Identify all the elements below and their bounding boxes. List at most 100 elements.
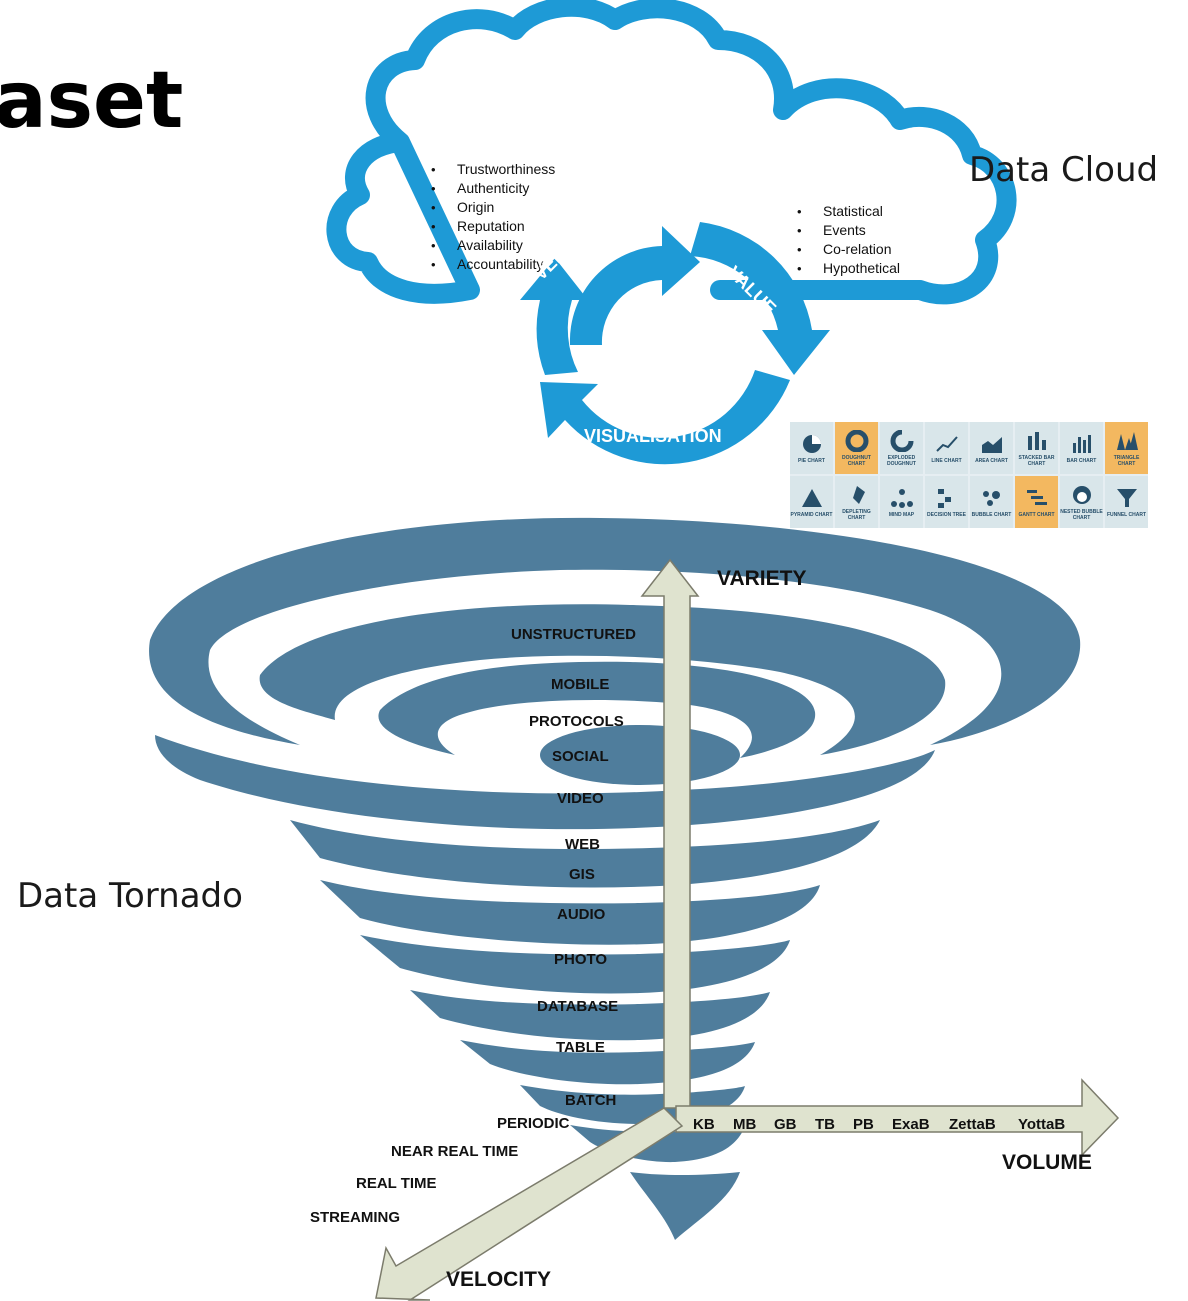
- chart-type-name: DECISION TREE: [927, 511, 966, 518]
- area-chart-icon: [981, 436, 1002, 453]
- variety-label: SOCIAL: [552, 748, 609, 765]
- chart-type-tile: STACKED BAR CHART: [1015, 422, 1058, 474]
- variety-label: PROTOCOLS: [529, 713, 624, 730]
- decision-tree-icon: [937, 488, 951, 508]
- list-item: Origin: [431, 198, 555, 217]
- chart-type-name: MIND MAP: [888, 511, 915, 518]
- list-item: Accountability: [431, 255, 555, 274]
- stacked-bar-icon: [1027, 431, 1046, 450]
- chart-type-tile: GANTT CHART: [1015, 476, 1058, 528]
- funnel-chart-icon: [1116, 488, 1137, 507]
- visualisation-label: VISUALISATION: [584, 426, 722, 446]
- variety-label: WEB: [565, 836, 600, 853]
- chart-type-name: STACKED BAR CHART: [1018, 454, 1055, 467]
- variety-axis-title: VARIETY: [717, 567, 807, 590]
- volume-label: PB: [853, 1116, 874, 1133]
- list-item: Hypothetical: [797, 259, 900, 278]
- value-attribute-list: Statistical Events Co-relation Hypotheti…: [797, 202, 900, 278]
- chart-type-name: NESTED BUBBLE CHART: [1060, 508, 1103, 521]
- chart-type-tile: DOUGHNUT CHART: [835, 422, 878, 474]
- page-title: aset: [0, 56, 184, 146]
- nested-bubble-icon: [1072, 485, 1091, 504]
- variety-label: DATABASE: [537, 998, 619, 1015]
- chart-type-tile: TRIANGLE CHART: [1105, 422, 1148, 474]
- data-cloud-label: Data Cloud: [969, 150, 1159, 190]
- variety-label: GIS: [569, 866, 595, 883]
- velocity-label: NEAR REAL TIME: [391, 1143, 519, 1160]
- exploded-doughnut-icon: [890, 429, 913, 452]
- list-item: Events: [797, 221, 900, 240]
- depleting-icon: [852, 485, 865, 504]
- chart-type-name: PIE CHART: [798, 457, 825, 464]
- doughnut-icon: [845, 429, 868, 452]
- volume-label: GB: [774, 1116, 797, 1133]
- variety-label: MOBILE: [551, 676, 610, 693]
- list-item: Authenticity: [431, 179, 555, 198]
- chart-types-grid: PIE CHART DOUGHNUT CHART EXPLODED DOUGHNUT…: [790, 422, 1148, 528]
- chart-type-name: TRIANGLE CHART: [1113, 454, 1140, 467]
- list-item: Availability: [431, 236, 555, 255]
- variety-label: AUDIO: [557, 906, 606, 923]
- line-chart-icon: [935, 435, 958, 452]
- chart-type-name: FUNNEL CHART: [1106, 511, 1147, 518]
- velocity-axis-arrow: [375, 1107, 684, 1301]
- chart-type-tile: PIE CHART: [790, 422, 833, 474]
- veracity-attribute-list: Trustworthiness Authenticity Origin Repu…: [431, 160, 555, 274]
- chart-type-tile: AREA CHART: [970, 422, 1013, 474]
- gantt-chart-icon: [1026, 489, 1047, 505]
- velocity-label: STREAMING: [310, 1209, 400, 1226]
- chart-type-name: DEPLETING CHART: [842, 508, 871, 521]
- velocity-label: REAL TIME: [356, 1175, 437, 1192]
- velocity-label: PERIODIC: [497, 1115, 570, 1132]
- bar-chart-icon: [1072, 434, 1091, 453]
- chart-type-name: PYRAMID CHART: [790, 511, 833, 518]
- pie-icon: [802, 434, 821, 453]
- chart-type-tile: FUNNEL CHART: [1105, 476, 1148, 528]
- variety-label: TABLE: [556, 1039, 605, 1056]
- visualisation-arrow: [540, 370, 790, 465]
- data-tornado-label: Data Tornado: [17, 876, 243, 916]
- triangle-chart-icon: [1116, 431, 1138, 450]
- list-item: Trustworthiness: [431, 160, 555, 179]
- chart-type-tile: LINE CHART: [925, 422, 968, 474]
- volume-axis-arrow: [675, 1078, 1120, 1157]
- chart-type-tile: NESTED BUBBLE CHART: [1060, 476, 1103, 528]
- tornado-swirls: [149, 517, 1081, 1240]
- chart-type-tile: BAR CHART: [1060, 422, 1103, 474]
- volume-label: MB: [733, 1116, 757, 1133]
- value-arrow: [690, 222, 830, 375]
- cycle-arrows: [520, 222, 830, 465]
- volume-label: YottaB: [1018, 1116, 1066, 1133]
- chart-type-tile: EXPLODED DOUGHNUT: [880, 422, 923, 474]
- chart-type-name: BUBBLE CHART: [971, 511, 1012, 518]
- volume-label: TB: [815, 1116, 835, 1133]
- volume-label: ZettaB: [949, 1116, 996, 1133]
- chart-type-tile: DECISION TREE: [925, 476, 968, 528]
- chart-type-tile: MIND MAP: [880, 476, 923, 528]
- veracity-arrow: [569, 226, 700, 345]
- list-item: Reputation: [431, 217, 555, 236]
- chart-type-name: BAR CHART: [1066, 457, 1097, 464]
- chart-type-tile: BUBBLE CHART: [970, 476, 1013, 528]
- bubble-chart-icon: [982, 490, 1000, 506]
- chart-type-tile: PYRAMID CHART: [790, 476, 833, 528]
- volume-label: KB: [693, 1116, 715, 1133]
- chart-type-name: DOUGHNUT CHART: [842, 454, 871, 467]
- variety-label: BATCH: [565, 1092, 617, 1109]
- chart-type-name: GANTT CHART: [1018, 511, 1055, 518]
- mind-map-icon: [890, 488, 913, 508]
- chart-type-tile: DEPLETING CHART: [835, 476, 878, 528]
- list-item: Co-relation: [797, 240, 900, 259]
- chart-type-name: EXPLODED DOUGHNUT: [887, 454, 916, 467]
- left-loop-arrow: [520, 258, 588, 375]
- variety-label: PHOTO: [554, 951, 608, 968]
- variety-axis-arrow: [640, 558, 700, 1109]
- chart-type-name: AREA CHART: [975, 457, 1008, 464]
- volume-axis-title: VOLUME: [1002, 1151, 1092, 1174]
- chart-type-name: LINE CHART: [931, 457, 962, 464]
- list-item: Statistical: [797, 202, 900, 221]
- variety-label: VIDEO: [557, 790, 604, 807]
- variety-label: UNSTRUCTURED: [511, 626, 636, 643]
